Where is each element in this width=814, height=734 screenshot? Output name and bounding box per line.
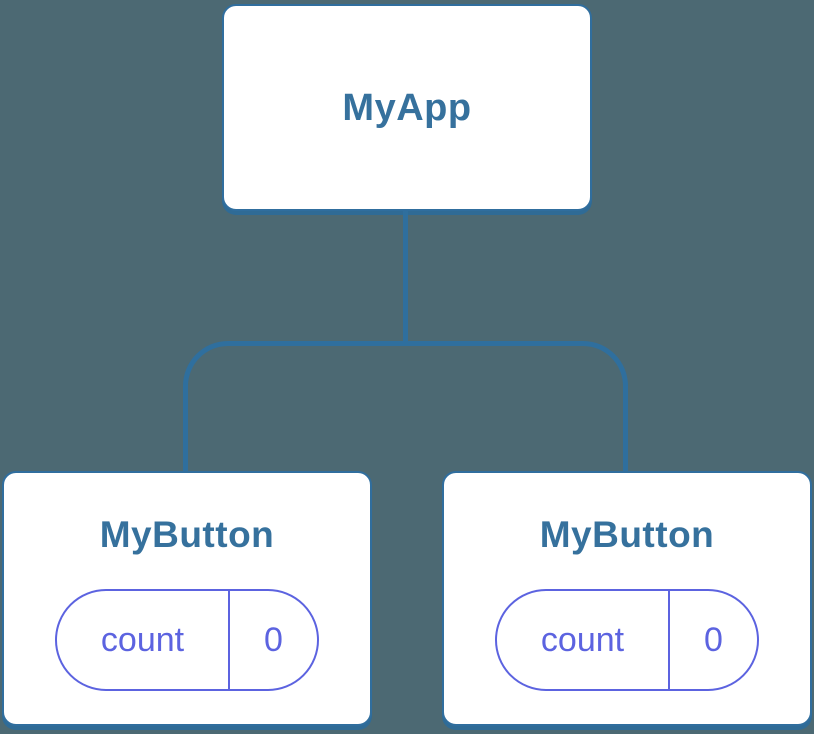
state-value: 0: [264, 621, 283, 659]
state-name: count: [100, 621, 185, 659]
state-name-cell: count: [57, 591, 230, 689]
state-value: 0: [704, 621, 723, 659]
state-pill: count 0: [495, 589, 759, 691]
state-name-cell: count: [497, 591, 670, 689]
tree-node-root: MyApp: [222, 4, 592, 211]
connector-branch: [183, 341, 628, 471]
tree-node-child-right: MyButton count 0: [442, 471, 812, 726]
state-pill: count 0: [55, 589, 319, 691]
child-node-label: MyButton: [99, 514, 275, 555]
state-value-cell: 0: [230, 591, 317, 689]
tree-node-child-left: MyButton count 0: [2, 471, 372, 726]
child-node-label: MyButton: [539, 514, 715, 555]
state-value-cell: 0: [670, 591, 757, 689]
root-node-label: MyApp: [342, 86, 472, 129]
state-name: count: [540, 621, 625, 659]
connector-stem: [403, 211, 408, 342]
